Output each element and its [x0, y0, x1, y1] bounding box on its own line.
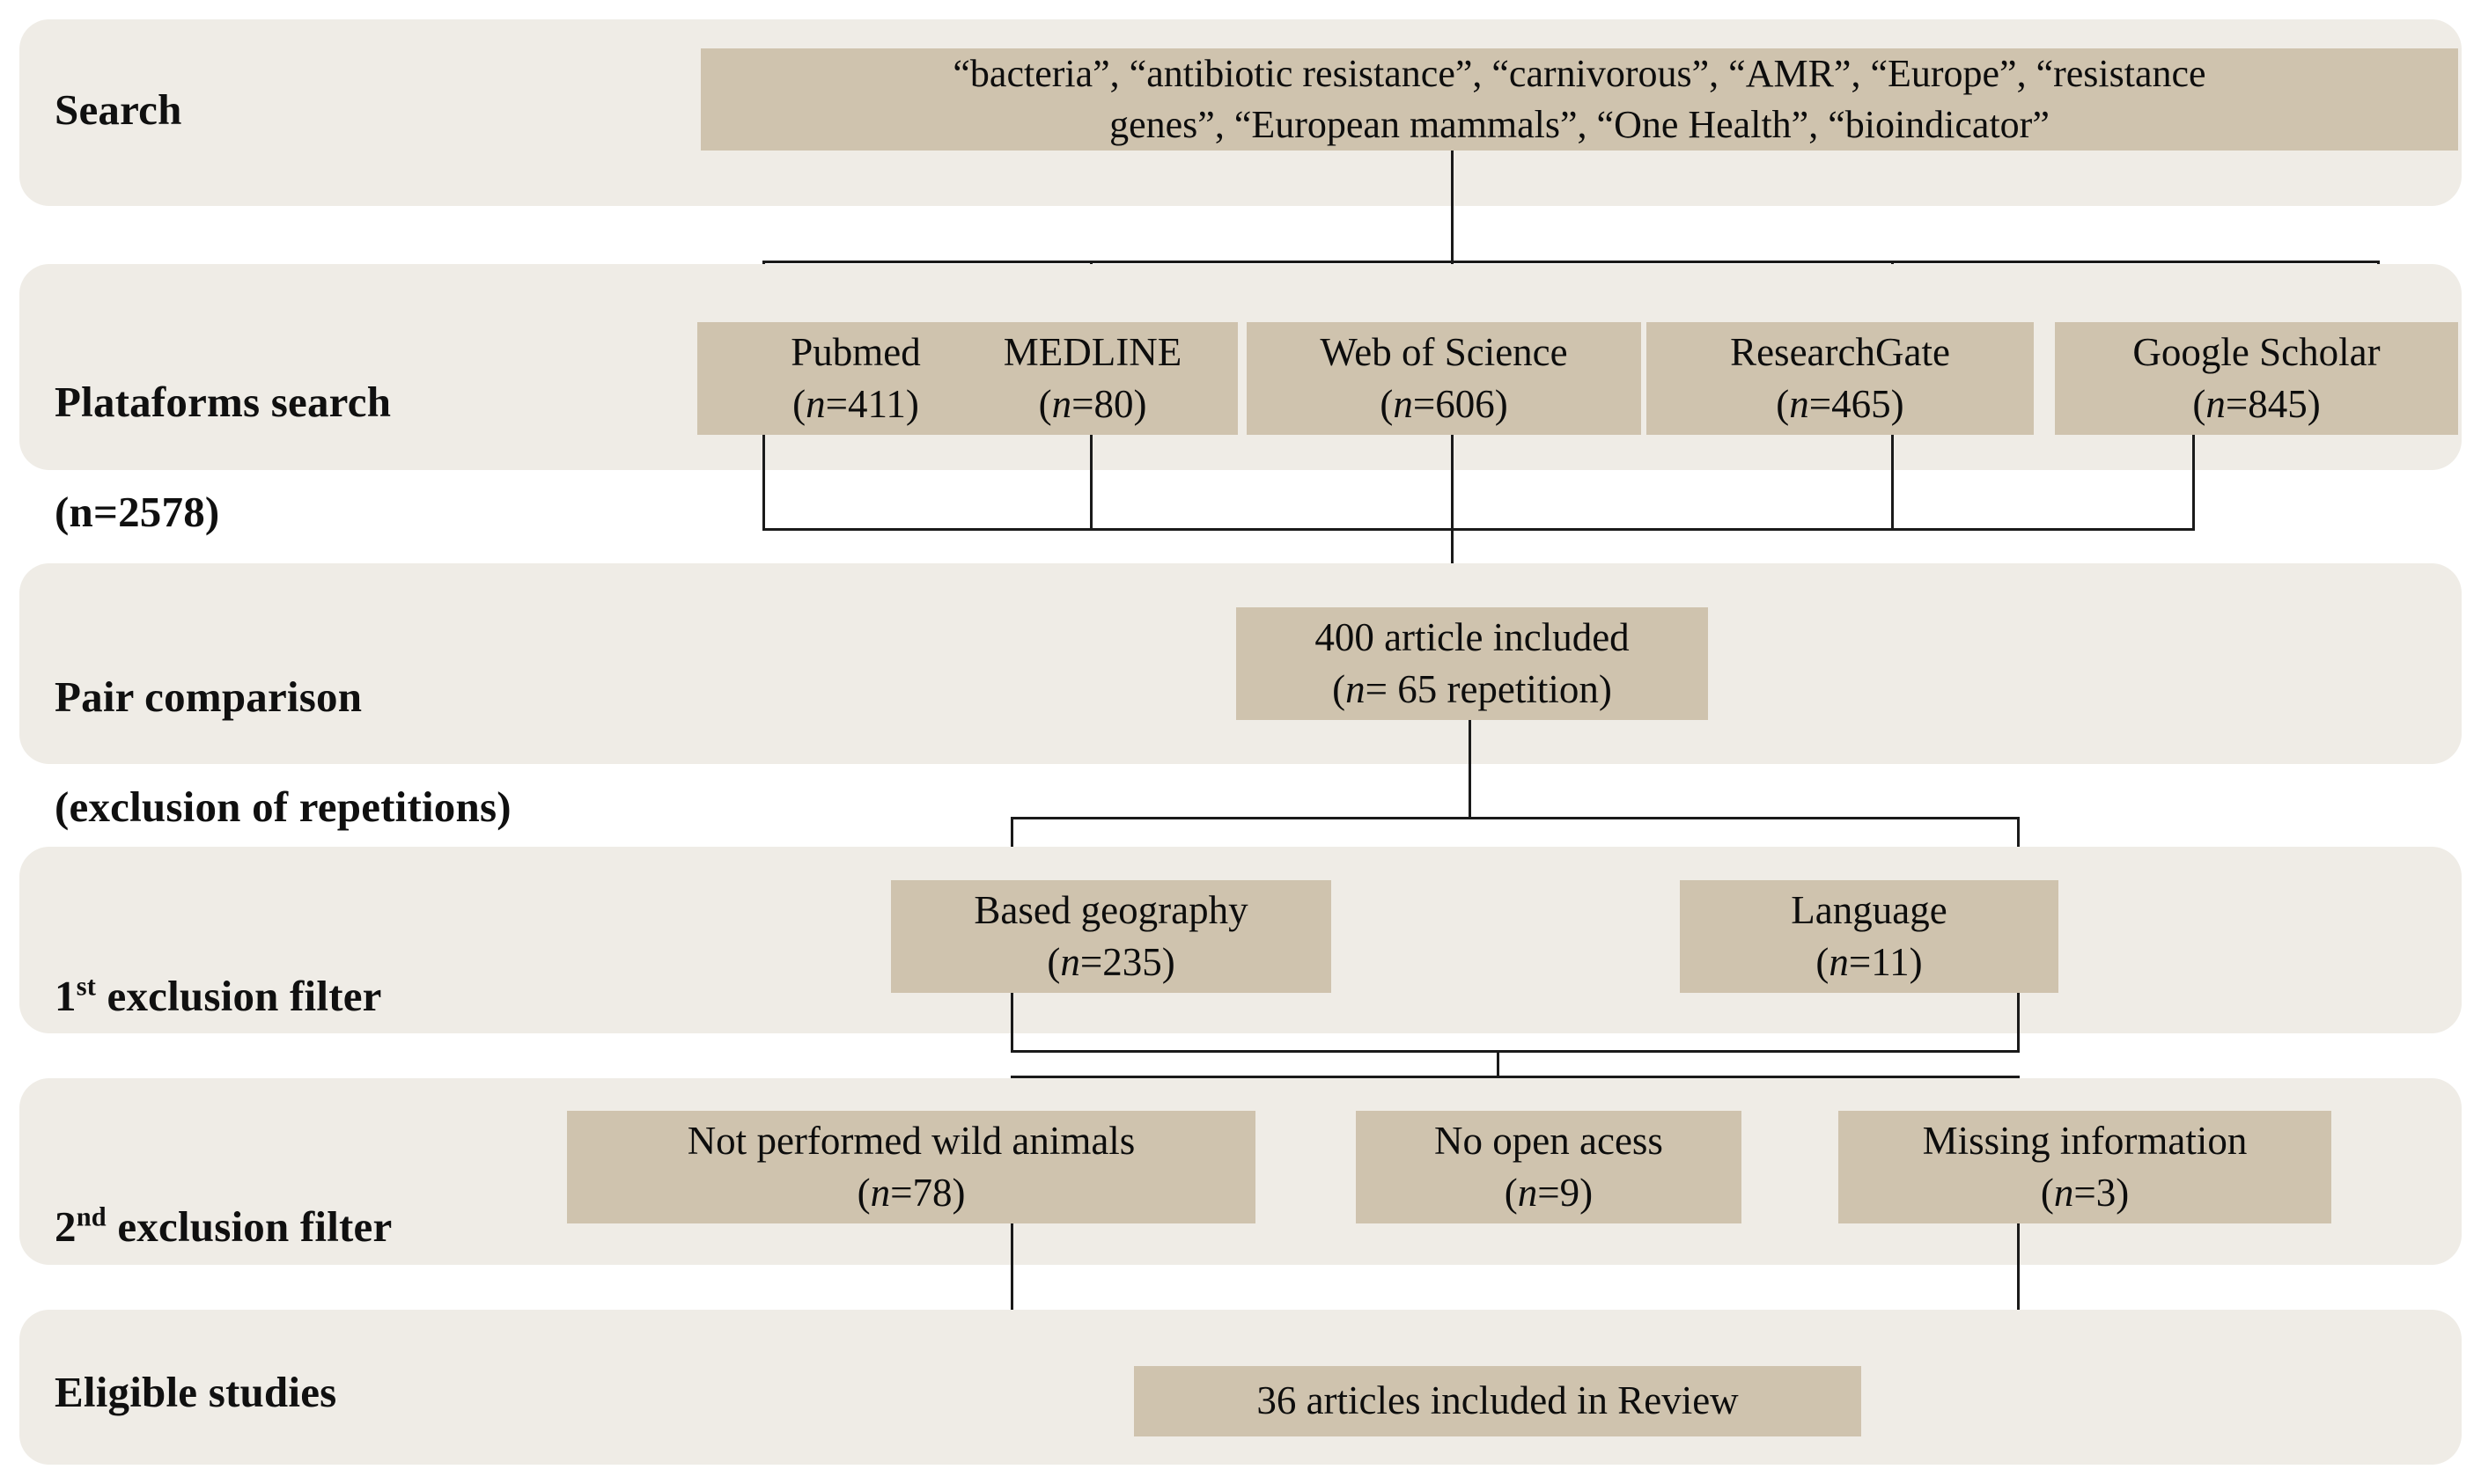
- platform-count-pubmed: (n=411): [792, 382, 919, 426]
- eligible-result-text: 36 articles included in Review: [1256, 1378, 1739, 1423]
- search-terms-line-2: genes”, “European mammals”, “One Health”…: [1109, 103, 2050, 146]
- second-filter-count-no-open-acess: (n=9): [1504, 1171, 1594, 1215]
- platform-box-researchgate: ResearchGate (n=465): [1646, 322, 2034, 435]
- first-filter-count-based-geography: (n=235): [1047, 940, 1175, 984]
- connector-pubmed-to-merge: [762, 435, 765, 528]
- connector-researchgate-to-merge: [1891, 435, 1894, 528]
- connector-based-geography-to-merge: [1011, 993, 1013, 1052]
- platform-box-google-scholar: Google Scholar (n=845): [2055, 322, 2458, 435]
- second-filter-count-missing-information: (n=3): [2040, 1171, 2130, 1215]
- connector-merge-bus-first-filter: [1011, 1050, 2020, 1053]
- band-platforms: [19, 264, 2462, 470]
- pair-comparison-label-line-1: Pair comparison: [55, 672, 363, 721]
- platform-count-web-of-science: (n=606): [1380, 382, 1508, 426]
- second-filter-label-ordinal: nd: [76, 1201, 107, 1232]
- stage-label-eligible: Eligible studies: [55, 1368, 337, 1416]
- platform-name-google-scholar: Google Scholar: [2132, 329, 2381, 374]
- pair-comparison-label-line-2: (exclusion of repetitions): [55, 782, 512, 832]
- platforms-label-line-2: (n=2578): [55, 488, 220, 537]
- stage-label-search: Search: [55, 85, 182, 134]
- stage-label-second-filter: 2nd exclusion filter: [55, 1144, 392, 1254]
- first-filter-label-number: 1: [55, 971, 77, 1020]
- stage-label-first-filter: 1st exclusion filter: [55, 914, 382, 1024]
- connector-web-of-science-to-merge: [1451, 435, 1454, 528]
- pair-comparison-result-count: (n= 65 repetition): [1332, 667, 1612, 711]
- connector-search-to-bus: [1451, 151, 1454, 262]
- connector-google-scholar-to-merge: [2192, 435, 2195, 528]
- second-filter-box-not-performed-wild-animals: Not performed wild animals (n=78): [567, 1111, 1255, 1223]
- second-filter-name-no-open-acess: No open acess: [1434, 1118, 1663, 1163]
- connector-medline-to-merge: [1090, 435, 1093, 528]
- second-filter-box-missing-information: Missing information (n=3): [1838, 1111, 2331, 1223]
- connector-language-to-merge: [2017, 993, 2020, 1052]
- second-filter-box-no-open-acess: No open acess (n=9): [1356, 1111, 1741, 1223]
- platform-count-researchgate: (n=465): [1776, 382, 1904, 426]
- first-filter-box-based-geography: Based geography (n=235): [891, 880, 1331, 993]
- first-filter-name-language: Language: [1791, 887, 1947, 932]
- second-filter-count-not-performed-wild-animals: (n=78): [857, 1171, 966, 1215]
- connector-merge-bus-platforms: [762, 528, 2195, 531]
- platform-count-medline: (n=80): [1038, 382, 1147, 426]
- second-filter-label-number: 2: [55, 1201, 77, 1251]
- search-terms-box: “bacteria”, “antibiotic resistance”, “ca…: [701, 48, 2458, 151]
- platforms-label-line-1: Plataforms search: [55, 377, 392, 426]
- first-filter-label-ordinal: st: [76, 971, 97, 1002]
- stage-label-pair-comparison: Pair comparison (exclusion of repetition…: [55, 614, 512, 835]
- platform-box-web-of-science: Web of Science (n=606): [1247, 322, 1641, 435]
- connector-first-filter-split-bus: [1011, 817, 2020, 819]
- first-filter-count-language: (n=11): [1815, 940, 1923, 984]
- eligible-result-box: 36 articles included in Review: [1134, 1366, 1861, 1436]
- search-terms-line-1: “bacteria”, “antibiotic resistance”, “ca…: [953, 51, 2206, 95]
- connector-pair-comparison-to-split: [1469, 720, 1471, 819]
- platform-name-medline: MEDLINE: [1003, 329, 1182, 374]
- second-filter-label-rest: exclusion filter: [106, 1201, 393, 1251]
- platform-name-pubmed: Pubmed: [791, 329, 921, 374]
- second-filter-name-not-performed-wild-animals: Not performed wild animals: [687, 1118, 1136, 1163]
- first-filter-label-rest: exclusion filter: [96, 971, 382, 1020]
- second-filter-name-missing-information: Missing information: [1922, 1118, 2248, 1163]
- connector-second-filter-split-bus: [1011, 1076, 2020, 1078]
- first-filter-name-based-geography: Based geography: [974, 887, 1248, 932]
- connector-platform-bus: [762, 261, 2379, 263]
- platform-box-medline: MEDLINE (n=80): [947, 322, 1238, 435]
- first-filter-box-language: Language (n=11): [1680, 880, 2058, 993]
- stage-label-platforms: Plataforms search (n=2578): [55, 320, 391, 540]
- pair-comparison-result-box: 400 article included (n= 65 repetition): [1236, 607, 1708, 720]
- platform-count-google-scholar: (n=845): [2192, 382, 2321, 426]
- connector-missing-information-to-merge: [2017, 1223, 2020, 1338]
- pair-comparison-result-line-1: 400 article included: [1314, 614, 1630, 659]
- connector-first-merge-to-second-split: [1497, 1050, 1499, 1077]
- platform-name-web-of-science: Web of Science: [1320, 329, 1568, 374]
- connector-not-performed-wild-animals-to-merge: [1011, 1223, 1013, 1338]
- platform-name-researchgate: ResearchGate: [1730, 329, 1950, 374]
